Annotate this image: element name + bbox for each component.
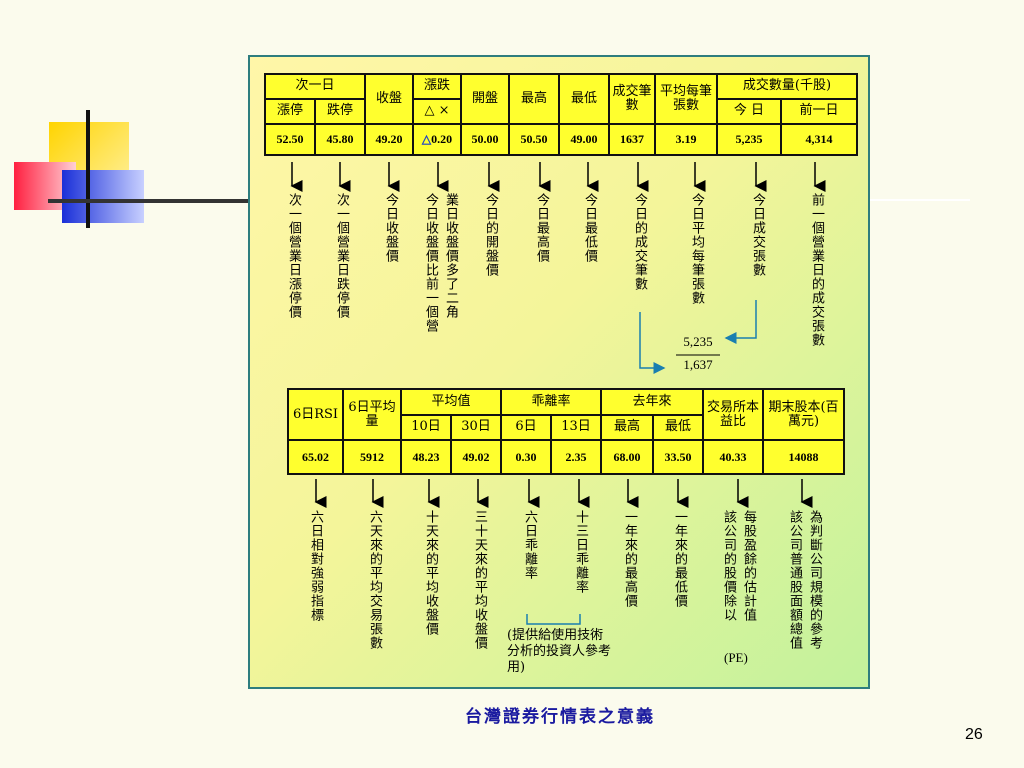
value-rsi: 65.02: [287, 439, 344, 475]
header-high: 最高: [508, 73, 560, 125]
value-limit-down: 45.80: [314, 122, 366, 157]
desc-high: 今日最高價: [534, 193, 549, 263]
value-today-volume: 5,235: [716, 122, 782, 157]
header-limit-down: 跌停: [314, 97, 366, 125]
desc-rsi: 六日相對強弱指標: [308, 510, 323, 622]
value-bias13: 2.35: [550, 439, 602, 475]
desc-avg-volume: 六天來的平均交易張數: [367, 510, 382, 650]
header-pe: 交易所本益比: [702, 388, 764, 441]
value-low: 49.00: [558, 122, 610, 157]
header-rsi: 6日RSI: [287, 388, 344, 441]
header-bias: 乖離率: [500, 388, 602, 416]
desc-bias6: 六日乖離率: [522, 510, 537, 580]
decor-blue-square: [62, 170, 144, 223]
bracket-bias: [526, 614, 581, 625]
header-bias13: 13日: [550, 413, 602, 441]
value-prev-volume: 4,314: [780, 122, 858, 157]
bias-note: (提供給使用技術分析的投資人參考用): [507, 628, 612, 675]
desc-ma30: 三十天來的平均收盤價: [472, 510, 487, 650]
desc-capital-2: 為判斷公司規模的參考: [807, 510, 822, 650]
desc-bias13: 十三日乖離率: [573, 510, 588, 594]
desc-pe-2: 每股盈餘的估計值: [741, 510, 756, 622]
page-title: 台灣證券行情表之意義: [465, 707, 655, 727]
desc-change-2: 業日收盤價多了二角: [443, 193, 458, 319]
value-close: 49.20: [364, 122, 414, 157]
bracket-trades-to-fraction: [639, 312, 666, 374]
header-open: 開盤: [460, 73, 510, 125]
decor-line-right: [870, 199, 970, 201]
desc-year-high: 一年來的最高價: [622, 510, 637, 608]
header-next-day: 次一日: [264, 73, 366, 100]
header-today: 今 日: [716, 97, 782, 125]
header-ma30: 30日: [450, 413, 502, 441]
header-capital: 期末股本(百萬元): [762, 388, 845, 441]
header-low: 最低: [558, 73, 610, 125]
header-ma10: 10日: [400, 413, 452, 441]
page-number: 26: [965, 726, 983, 743]
header-close: 收盤: [364, 73, 414, 125]
desc-today: 今日成交張數: [750, 193, 765, 277]
header-volume: 成交數量(千股): [716, 73, 858, 100]
value-year-low: 33.50: [652, 439, 704, 475]
value-ma10: 48.23: [400, 439, 452, 475]
value-avg-volume: 5912: [342, 439, 402, 475]
header-avg-volume: 6日平均量: [342, 388, 402, 441]
up-triangle-icon: △: [421, 132, 432, 147]
value-limit-up: 52.50: [264, 122, 316, 157]
desc-low: 今日最低價: [582, 193, 597, 263]
fraction-numerator: 5,235: [683, 334, 713, 349]
content-panel: [248, 55, 870, 689]
desc-ma10: 十天來的平均收盤價: [423, 510, 438, 636]
pe-note: (PE): [724, 650, 748, 665]
quote-table: 次一日 收盤 漲跌 開盤 最高 最低 成交筆數 平均每筆張數 成交數量(千股) …: [264, 73, 858, 157]
header-year-high: 最高: [600, 413, 654, 441]
desc-open: 今日的開盤價: [483, 193, 498, 277]
decor-vertical-line: [86, 110, 90, 228]
desc-pe-1: 該公司的股價除以: [721, 510, 736, 622]
desc-change-1: 今日收盤價比前一個營: [423, 193, 438, 333]
header-change: 漲跌: [412, 73, 462, 100]
value-year-high: 68.00: [600, 439, 654, 475]
header-bias6: 6日: [500, 413, 552, 441]
header-trades: 成交筆數: [608, 73, 656, 125]
desc-capital-1: 該公司普通股面額總值: [787, 510, 802, 650]
header-year-low: 最低: [652, 413, 704, 441]
desc-prev: 前一個營業日的成交張數: [809, 193, 824, 347]
value-bias6: 0.30: [500, 439, 552, 475]
value-change-cell: △0.20: [412, 122, 462, 157]
indicator-table: 6日RSI 6日平均量 平均值 乖離率 去年來 交易所本益比 期末股本(百萬元)…: [287, 388, 845, 475]
header-avg-per-trade: 平均每筆張數: [654, 73, 718, 125]
value-trades: 1637: [608, 122, 656, 157]
desc-close: 今日收盤價: [383, 193, 398, 263]
header-change-symbols: △ ×: [412, 97, 462, 125]
header-moving-average: 平均值: [400, 388, 502, 416]
desc-avg: 今日平均每筆張數: [689, 193, 704, 305]
desc-year-low: 一年來的最低價: [672, 510, 687, 608]
value-open: 50.00: [460, 122, 510, 157]
fraction-denominator: 1,637: [683, 357, 713, 372]
desc-trades: 今日的成交筆數: [632, 193, 647, 291]
bracket-volume-to-fraction: [724, 300, 757, 344]
decor-horizontal-line: [48, 199, 253, 203]
value-ma30: 49.02: [450, 439, 502, 475]
value-capital: 14088: [762, 439, 845, 475]
value-change: 0.20: [431, 132, 453, 147]
value-high: 50.50: [508, 122, 560, 157]
header-year: 去年來: [600, 388, 704, 416]
desc-limit-down: 次一個營業日跌停價: [334, 193, 349, 319]
header-prev-day: 前一日: [780, 97, 858, 125]
value-avg-per-trade: 3.19: [654, 122, 718, 157]
value-pe: 40.33: [702, 439, 764, 475]
header-limit-up: 漲停: [264, 97, 316, 125]
desc-limit-up: 次一個營業日漲停價: [286, 193, 301, 319]
